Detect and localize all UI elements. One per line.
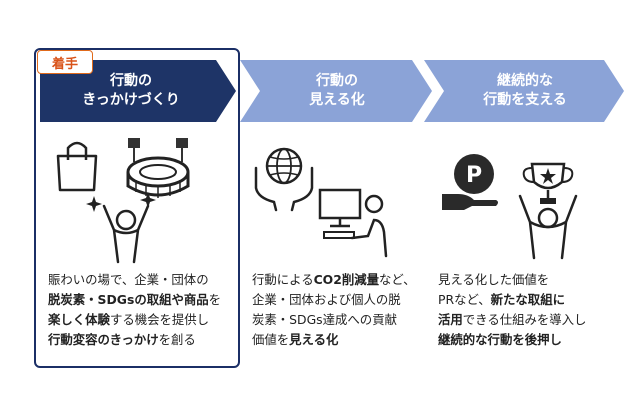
emphasis-text: 楽しく体験 xyxy=(48,312,110,327)
description-text: する機会を提供し xyxy=(109,312,210,327)
description-text: 見える化した価値を xyxy=(438,272,550,287)
step-3-arrow: 継続的な 行動を支える xyxy=(424,60,624,122)
description-text: できる仕組みを導入し xyxy=(462,312,587,327)
step-1-arrow: 行動の きっかけづくり xyxy=(40,60,236,122)
description-line: 脱炭素・SDGsの取組や商品を xyxy=(48,290,221,310)
svg-text:P: P xyxy=(466,163,482,188)
description-text: 賑わいの場で、企業・団体の xyxy=(48,272,209,287)
emphasis-text: 行動変容のきっかけ xyxy=(48,332,159,347)
cheering-person-icon xyxy=(86,192,156,264)
description-line: 企業・団体および個人の脱 xyxy=(252,290,416,310)
description-line: 価値を見える化 xyxy=(252,330,416,350)
person-at-computer-icon xyxy=(318,188,388,258)
highlight-frame-step-1 xyxy=(34,48,240,368)
description-text: を創る xyxy=(158,332,196,347)
shopping-bag-icon xyxy=(56,141,98,192)
description-text: 企業・団体および個人の脱 xyxy=(252,292,401,307)
person-raising-trophy-icon xyxy=(518,162,578,260)
description-line: 見える化した価値を xyxy=(438,270,586,290)
description-line: 活用できる仕組みを導入し xyxy=(438,310,586,330)
description-text: 価値を xyxy=(252,332,290,347)
step-3-title-line2: 行動を支える xyxy=(483,92,567,108)
globe-in-hands-icon xyxy=(254,147,314,212)
description-text: 行動による xyxy=(252,272,314,287)
description-text: 炭素・SDGs達成への貢献 xyxy=(252,312,397,327)
stadium-icon xyxy=(126,138,190,198)
emphasis-text: 活用 xyxy=(438,312,463,327)
description-line: 炭素・SDGs達成への貢献 xyxy=(252,310,416,330)
start-badge: 着手 xyxy=(37,50,93,74)
step-2-description: 行動によるCO2削減量など、企業・団体および個人の脱炭素・SDGs達成への貢献価… xyxy=(252,270,416,350)
step-2-title-line2: 見える化 xyxy=(309,92,365,108)
step-1-description: 賑わいの場で、企業・団体の脱炭素・SDGsの取組や商品を楽しく体験する機会を提供… xyxy=(48,270,221,350)
step-2-title-line1: 行動の xyxy=(316,73,358,89)
description-line: 行動によるCO2削減量など、 xyxy=(252,270,416,290)
emphasis-text: CO2削減量 xyxy=(313,272,380,287)
description-line: 楽しく体験する機会を提供し xyxy=(48,310,221,330)
emphasis-text: 継続的な行動を後押し xyxy=(438,332,562,347)
description-text: など、 xyxy=(379,272,416,287)
emphasis-text: 見える化 xyxy=(289,332,339,347)
description-text: PRなど、 xyxy=(438,292,491,307)
description-line: PRなど、新たな取組に xyxy=(438,290,586,310)
step-1-title-line1: 行動の xyxy=(109,73,152,89)
description-line: 継続的な行動を後押し xyxy=(438,330,586,350)
step-2-arrow: 行動の 見える化 xyxy=(240,60,432,122)
description-text: を xyxy=(208,292,222,307)
description-line: 賑わいの場で、企業・団体の xyxy=(48,270,221,290)
emphasis-text: 脱炭素・SDGsの取組や商品 xyxy=(48,292,209,307)
points-coin-in-hand-icon: P xyxy=(442,154,498,210)
step-3-title-line1: 継続的な xyxy=(497,73,553,89)
step-1-title-line2: きっかけづくり xyxy=(82,92,180,108)
emphasis-text: 新たな取組に xyxy=(490,292,565,307)
description-line: 行動変容のきっかけを創る xyxy=(48,330,221,350)
